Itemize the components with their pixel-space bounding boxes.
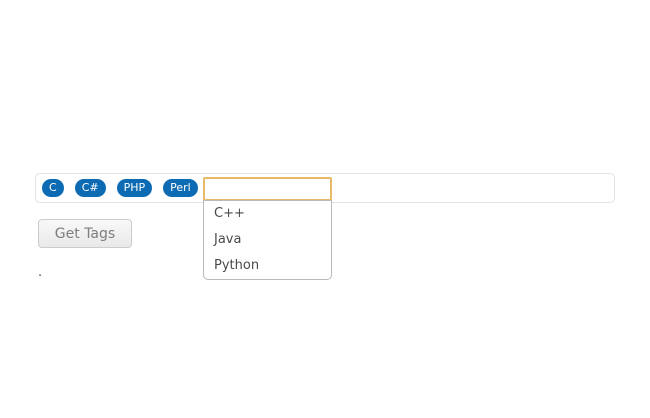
autocomplete-option-python[interactable]: Python [214, 258, 260, 273]
tag-chip-csharp[interactable]: C# [74, 179, 106, 197]
autocomplete-option-java[interactable]: Java [214, 232, 242, 247]
tag-search-input[interactable] [203, 177, 332, 201]
autocomplete-dropdown: C++ Java Python [203, 200, 332, 280]
tag-chip-perl[interactable]: Perl [163, 179, 198, 197]
tag-chip-php[interactable]: PHP [116, 179, 153, 197]
get-tags-button[interactable]: Get Tags [38, 219, 132, 248]
tag-chip-c[interactable]: C [42, 179, 64, 197]
autocomplete-option-cpp[interactable]: C++ [214, 206, 245, 221]
tag-input-container: C C# PHP Perl [35, 173, 615, 203]
stray-period-text: . [38, 265, 43, 280]
